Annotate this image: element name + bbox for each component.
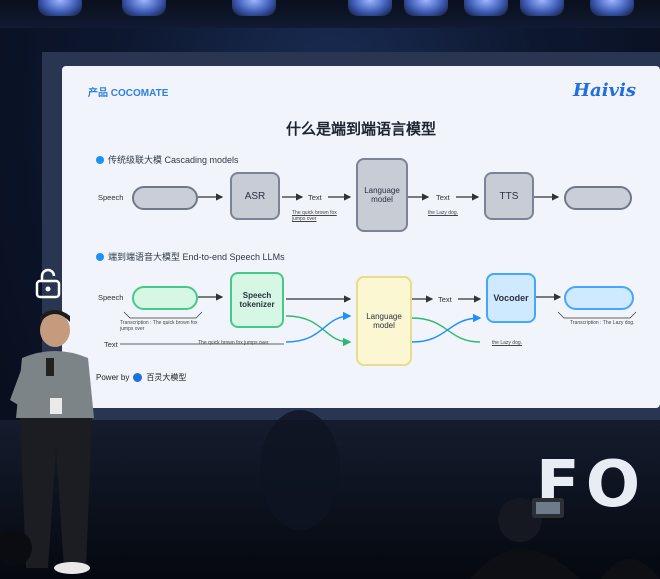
stage-light xyxy=(590,0,634,16)
text-label-1: Text xyxy=(308,193,322,202)
stage-light xyxy=(38,0,82,16)
asr-block: ASR xyxy=(230,172,280,220)
stage-light xyxy=(122,0,166,16)
speech-waveform-input xyxy=(132,186,198,210)
powered-by-name: 百灵大模型 xyxy=(146,373,187,382)
brand-label: 产品 COCOMATE xyxy=(88,88,169,99)
stage-light xyxy=(348,0,392,16)
stage-light xyxy=(520,0,564,16)
unlock-icon[interactable] xyxy=(34,268,62,300)
stage-light xyxy=(232,0,276,16)
speech-input-label-2: Speech xyxy=(98,293,124,302)
caption-lazy-dog: the Lazy dog. xyxy=(428,210,459,216)
stage-light xyxy=(404,0,448,16)
section-end-to-end: 端到端语音大模型 End-to-end Speech LLMs xyxy=(96,250,285,263)
caption-quick-brown: The quick brown fox jumps over xyxy=(292,210,337,222)
section-cascading: 传统级联大模 Cascading models xyxy=(96,153,239,166)
caption-vocoder: the Lazy dog. xyxy=(492,340,523,346)
speech-waveform-output xyxy=(564,186,632,210)
text-output-label: Text xyxy=(438,295,452,304)
transcription-right: Transcription : The Lazy dog. xyxy=(570,320,635,326)
language-model-block-2: Language model xyxy=(356,276,412,366)
speech-waveform-green xyxy=(132,286,198,310)
slide-title: 什么是端到端语言模型 xyxy=(285,121,436,138)
powered-by: Power by 百灵大模型 xyxy=(96,372,186,383)
speech-waveform-blue xyxy=(564,286,634,310)
language-model-block: Language model xyxy=(356,158,408,232)
transcription-left: Transcription : The quick brown fox jump… xyxy=(120,320,198,332)
text-label-2: Text xyxy=(436,193,450,202)
model-logo-icon xyxy=(133,373,143,382)
section-end-to-end-label: 端到端语音大模型 End-to-end Speech LLMs xyxy=(108,252,285,262)
vocoder-block: Vocoder xyxy=(486,273,536,323)
tts-block: TTS xyxy=(484,172,534,220)
bullet-icon xyxy=(96,155,104,164)
text-input-label: Text xyxy=(104,340,118,349)
speech-tokenizer-block: Speech tokenizer xyxy=(230,272,284,328)
powered-by-label: Power by xyxy=(96,373,130,382)
bullet-icon xyxy=(96,252,104,261)
haivis-logo: Haivis xyxy=(573,80,636,101)
section-cascading-label: 传统级联大模 Cascading models xyxy=(108,155,239,165)
ceiling xyxy=(0,0,660,28)
caption-text-input: The quick brown fox jumps over xyxy=(198,340,269,346)
presentation-slide: 产品 COCOMATE Haivis 什么是端到端语言模型 传统级联大模 Cas… xyxy=(62,66,660,408)
speech-input-label: Speech xyxy=(98,193,124,202)
stage-light xyxy=(464,0,508,16)
